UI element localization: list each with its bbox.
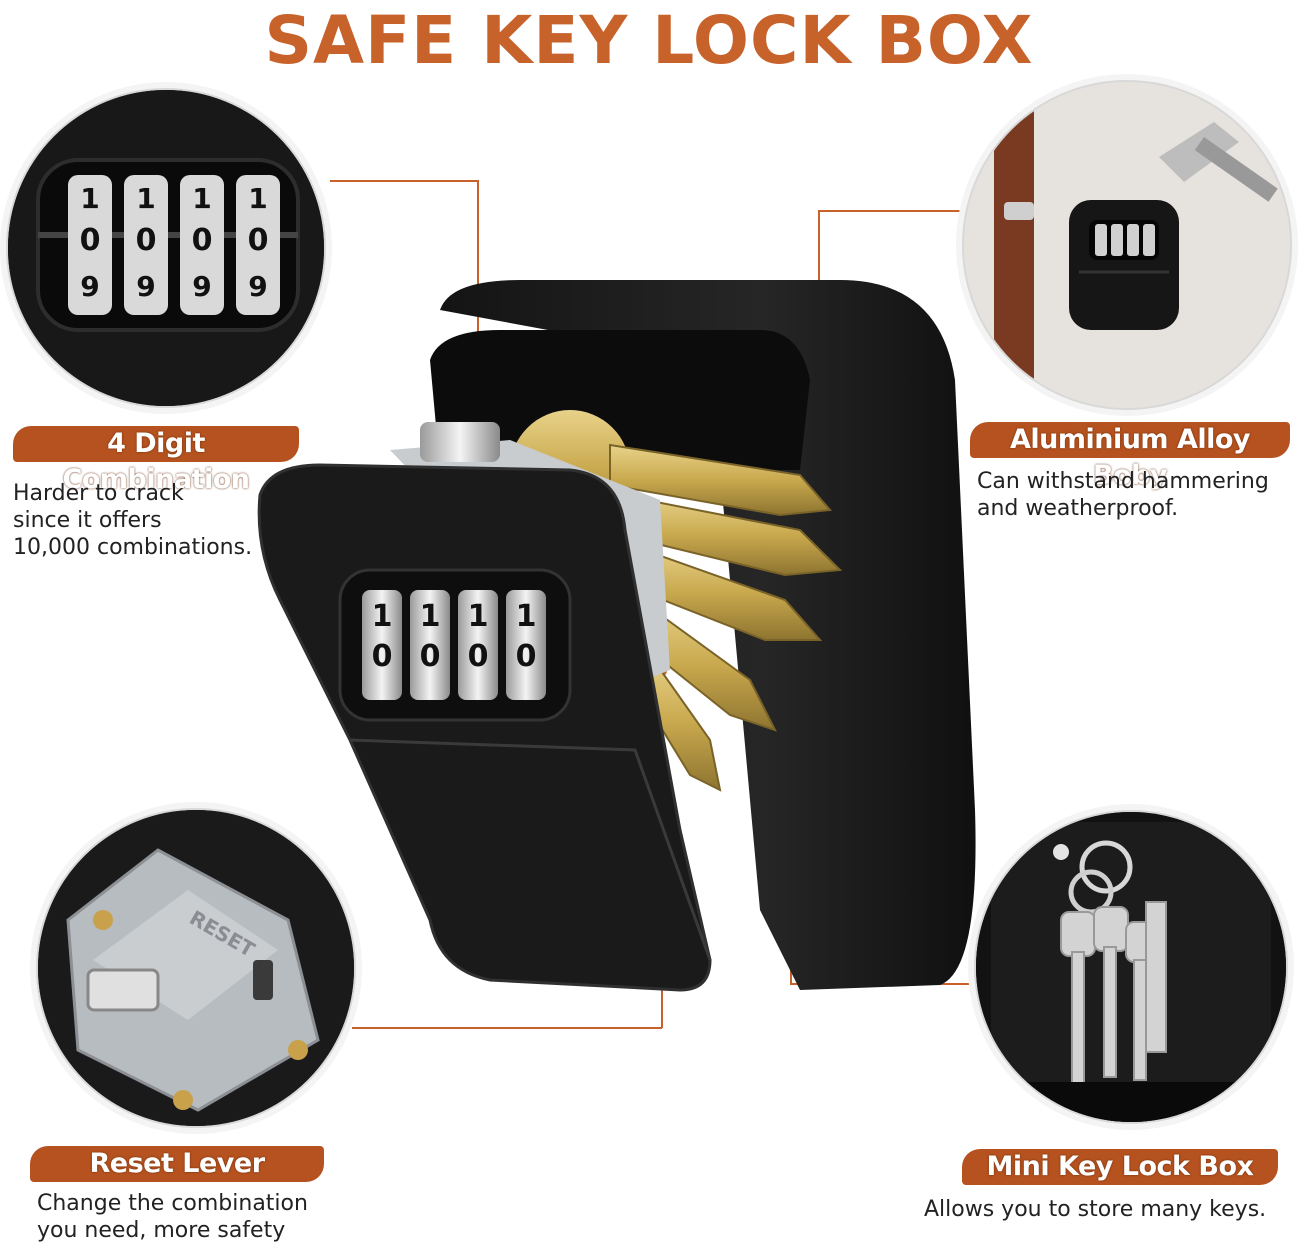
connector-line	[352, 1027, 662, 1029]
alloy-description: Can withstand hammering and weatherproof…	[977, 469, 1269, 521]
svg-text:1: 1	[248, 182, 267, 215]
svg-text:1: 1	[80, 182, 99, 215]
connector-line	[818, 210, 820, 312]
connector-line	[818, 210, 968, 212]
hammer-test-circle	[962, 80, 1292, 410]
svg-text:0: 0	[468, 639, 489, 674]
svg-text:1: 1	[136, 182, 155, 215]
svg-text:9: 9	[192, 270, 211, 303]
combination-tag: 4 Digit Combination	[13, 426, 299, 495]
svg-text:0: 0	[372, 639, 393, 674]
svg-text:1: 1	[468, 599, 489, 634]
mini-box-description: Allows you to store many keys.	[924, 1197, 1267, 1222]
svg-text:0: 0	[192, 223, 213, 258]
reset-lever-circle: RESET	[36, 808, 356, 1128]
svg-text:1: 1	[420, 599, 441, 634]
alloy-tag: Aluminium Alloy Boby	[970, 422, 1290, 491]
svg-text:1: 1	[372, 599, 393, 634]
svg-text:0: 0	[136, 223, 157, 258]
reset-description: Change the combination you need, more sa…	[37, 1191, 308, 1243]
mini-box-tag: Mini Key Lock Box	[962, 1149, 1278, 1185]
svg-text:9: 9	[80, 270, 99, 303]
reset-tag: Reset Lever	[30, 1146, 324, 1182]
connector-line	[330, 180, 478, 182]
svg-text:1: 1	[516, 599, 537, 634]
combination-description: Harder to crack since it offers 10,000 c…	[13, 481, 253, 560]
svg-text:9: 9	[248, 270, 267, 303]
svg-text:1: 1	[192, 182, 211, 215]
svg-text:0: 0	[516, 639, 537, 674]
svg-text:0: 0	[80, 223, 101, 258]
svg-text:0: 0	[248, 223, 269, 258]
mini-box-keys-circle	[974, 810, 1288, 1124]
svg-text:9: 9	[136, 270, 155, 303]
page-title: SAFE KEY LOCK BOX	[264, 2, 1034, 79]
svg-text:0: 0	[420, 639, 441, 674]
